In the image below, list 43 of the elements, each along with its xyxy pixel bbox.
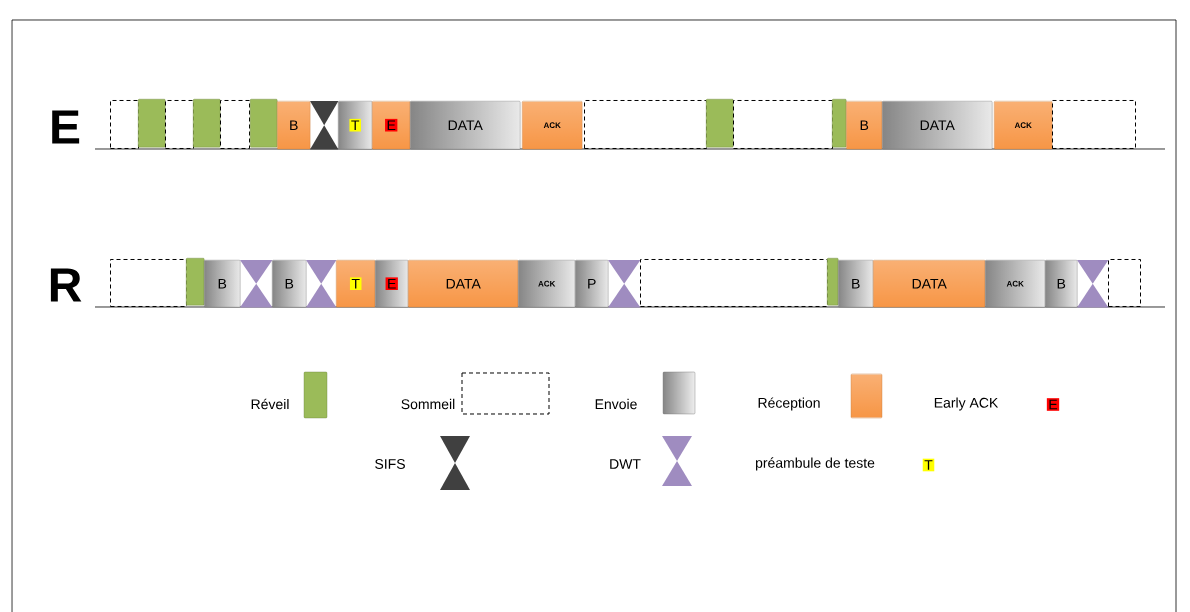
wake-slot [138, 99, 166, 148]
send-slot: B [272, 260, 307, 308]
dwt-hourglass [240, 260, 273, 308]
receive-slot: E [372, 101, 411, 150]
receive-slot: ACK [522, 101, 583, 150]
sifs-hourglass [310, 101, 339, 150]
wake-slot [186, 258, 205, 306]
send-slot: ACK [518, 260, 576, 308]
legend-label: Réveil [251, 398, 289, 410]
sleep-slot [640, 259, 828, 307]
sleep-slot [584, 100, 707, 149]
dwt-hourglass [306, 260, 337, 308]
receive-slot: B [846, 101, 883, 150]
receive-slot: T [336, 260, 376, 308]
legend-label: Sommeil [401, 398, 455, 410]
row-label: E [52, 110, 80, 144]
wake-slot [832, 99, 847, 148]
send-slot: T [338, 101, 373, 150]
legend-label: préambule de teste [756, 457, 875, 471]
wake-slot [193, 99, 221, 148]
receive-slot: B [277, 101, 311, 150]
wake-slot [827, 258, 839, 306]
sleep-slot [1108, 259, 1141, 307]
legend-label: Envoie [595, 398, 637, 410]
legend-label: SIFS [375, 459, 405, 469]
receive-slot: ACK [994, 101, 1053, 150]
legend-label: DWT [610, 459, 641, 469]
sleep-slot [220, 100, 250, 149]
dwt-hourglass [1077, 260, 1109, 308]
send-slot: ACK [985, 260, 1046, 308]
sleep-slot [1052, 100, 1136, 149]
dwt-hourglass [608, 260, 641, 308]
legend-label: Early ACK [934, 397, 999, 411]
send-slot: E [375, 260, 409, 308]
send-slot: B [1045, 260, 1078, 308]
send-slot: P [575, 260, 609, 308]
sleep-slot [733, 100, 833, 149]
send-slot: B [838, 260, 874, 308]
legend-label: Réception [758, 397, 820, 411]
send-slot: B [204, 260, 241, 308]
wake-slot [706, 99, 734, 148]
wake-slot [250, 99, 278, 148]
row-label: R [50, 268, 82, 302]
